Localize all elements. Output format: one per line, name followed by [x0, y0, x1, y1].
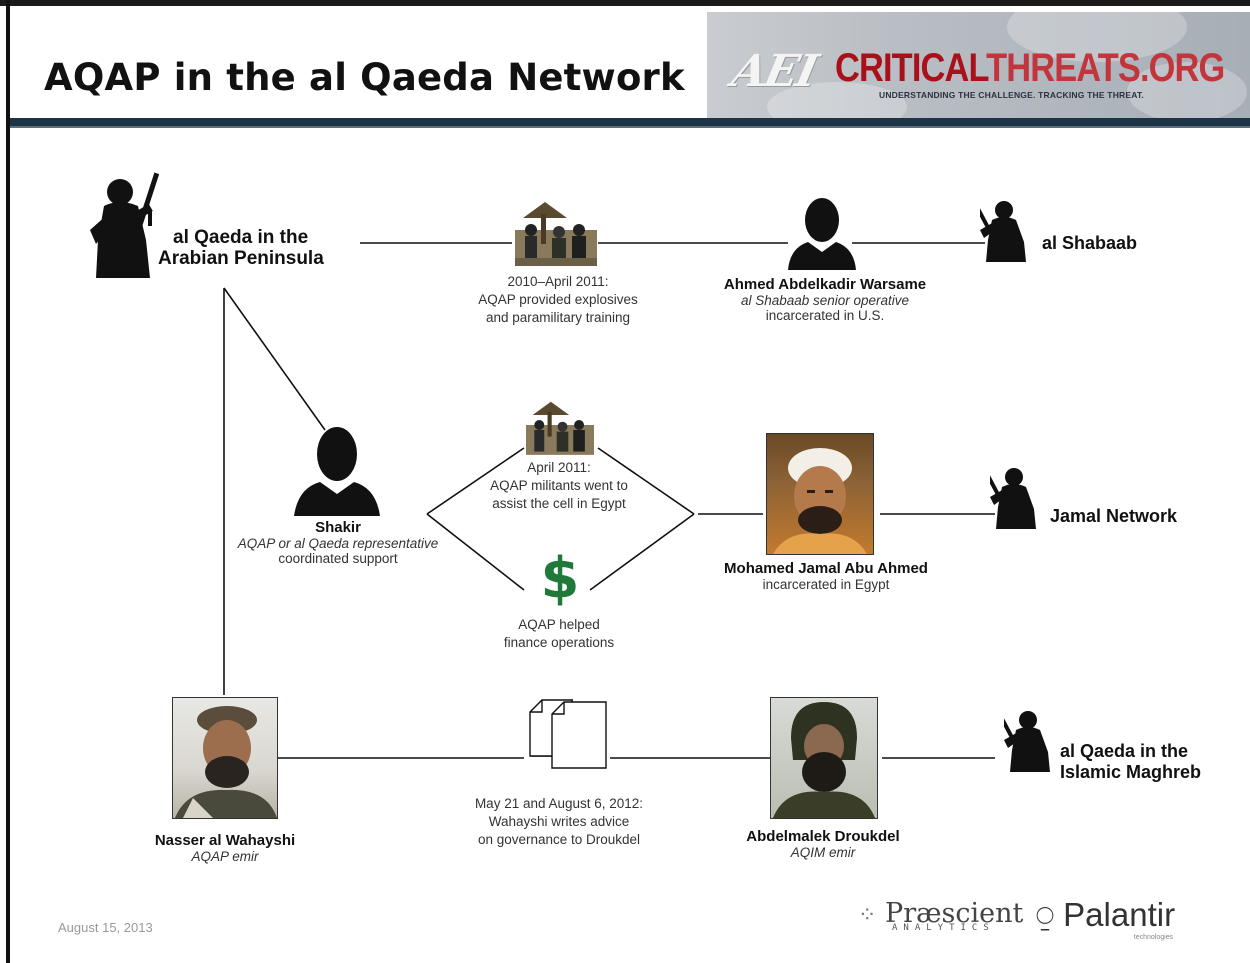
aqim-label-line1: al Qaeda in the: [1060, 741, 1189, 761]
palantir-name: Palantir: [1063, 896, 1176, 933]
link-aqap-shakir: [223, 287, 326, 431]
shakir-role: AQAP or al Qaeda representative: [237, 536, 439, 551]
caption-line: AQAP provided explosives: [478, 292, 638, 307]
warsame-role: al Shabaab senior operative: [740, 293, 910, 308]
left-border: [6, 0, 10, 963]
wahayshi-photo: [172, 697, 278, 819]
person-silhouette-icon: [294, 427, 380, 516]
praescient-sub: ANALYTICS: [892, 923, 995, 933]
documents-icon: [529, 698, 607, 769]
aqap-label: al Qaeda in the Arabian Peninsula: [158, 227, 324, 269]
link-dollar-jamal: [589, 513, 695, 591]
caption-line: 2010–April 2011:: [507, 274, 609, 289]
page-title: AQAP in the al Qaeda Network: [44, 56, 685, 99]
dollar-icon: $: [540, 546, 580, 611]
praescient-name: Præscient: [885, 898, 1024, 929]
jamal-ahmed-status: incarcerated in Egypt: [762, 577, 890, 592]
caption-line: AQAP helped: [518, 617, 600, 632]
jamal-ahmed-node: Mohamed Jamal Abu Ahmed incarcerated in …: [700, 560, 952, 592]
caption-line: AQAP militants went to: [490, 478, 628, 493]
al-shabaab-label: al Shabaab: [1042, 233, 1138, 253]
warsame-status: incarcerated in U.S.: [765, 308, 885, 323]
egypt-finance-caption: AQAP helped finance operations: [484, 616, 634, 652]
droukdel-node: Abdelmalek Droukdel AQIM emir: [712, 828, 934, 860]
praescient-logo[interactable]: ⁘ Præscient ANALYTICS: [858, 898, 1023, 933]
palantir-mark-icon: ⍜: [1036, 900, 1054, 933]
aqim-label-line2: Islamic Maghreb: [1060, 762, 1202, 782]
droukdel-role: AQIM emir: [790, 845, 856, 860]
shakir-name: Shakir: [315, 519, 361, 536]
jamal-ahmed-photo: [766, 433, 874, 555]
caption-line: and paramilitary training: [485, 310, 631, 325]
warsame-node: Ahmed Abdelkadir Warsame al Shabaab seni…: [690, 276, 960, 323]
fighter-icon: [1004, 711, 1050, 772]
letters-caption: May 21 and August 6, 2012: Wahayshi writ…: [448, 795, 670, 849]
droukdel-name: Abdelmalek Droukdel: [746, 828, 900, 845]
aqap-label-line2: Arabian Peninsula: [158, 248, 324, 269]
wahayshi-node: Nasser al Wahayshi AQAP emir: [130, 832, 320, 864]
header-bar: [10, 118, 1250, 126]
link-shakir-dollar: [426, 513, 525, 591]
caption-line: assist the cell in Egypt: [492, 496, 626, 511]
fighter-icon: [90, 172, 160, 278]
praescient-mark-icon: ⁘: [858, 903, 877, 928]
training-camp-icon: [515, 202, 597, 266]
caption-line: May 21 and August 6, 2012:: [474, 796, 644, 811]
jamal-network-label: Jamal Network: [1050, 506, 1178, 526]
jamal-ahmed-name: Mohamed Jamal Abu Ahmed: [724, 560, 928, 577]
caption-line: April 2011:: [527, 460, 591, 475]
aqim-label: al Qaeda in the Islamic Maghreb: [1060, 741, 1201, 783]
fighter-icon: [980, 201, 1026, 262]
warsame-name: Ahmed Abdelkadir Warsame: [723, 276, 927, 293]
palantir-sub: technologies: [1133, 934, 1174, 941]
criticalthreats-logo: CRITICALTHREATS.ORG: [835, 46, 1225, 91]
header-bar-accent: [10, 126, 1250, 128]
fighter-icon: [990, 468, 1036, 529]
brand-red: CRITICAL: [835, 46, 987, 90]
criticalthreats-banner[interactable]: AEI CRITICALTHREATS.ORG UNDERSTANDING TH…: [707, 12, 1250, 118]
shabaab-support-caption: 2010–April 2011: AQAP provided explosive…: [460, 273, 656, 327]
banner-tagline: UNDERSTANDING THE CHALLENGE. TRACKING TH…: [879, 90, 1144, 100]
caption-line: finance operations: [503, 635, 615, 650]
palantir-logo[interactable]: ⍜ Palantir technologies: [1036, 896, 1176, 941]
wahayshi-role: AQAP emir: [191, 849, 259, 864]
wahayshi-name: Nasser al Wahayshi: [154, 832, 296, 849]
droukdel-photo: [770, 697, 878, 819]
shakir-node: Shakir AQAP or al Qaeda representative c…: [220, 519, 456, 566]
brand-light: THREATS.ORG: [986, 46, 1225, 90]
publication-date: August 15, 2013: [58, 920, 153, 935]
link-shakir-camp2: [426, 447, 525, 515]
shakir-status: coordinated support: [278, 551, 398, 566]
egypt-militants-caption: April 2011: AQAP militants went to assis…: [468, 459, 650, 513]
training-camp-icon: [526, 401, 594, 455]
link-camp2-jamal: [597, 447, 695, 515]
caption-line: Wahayshi writes advice: [488, 814, 630, 829]
top-border: [0, 0, 1250, 6]
aqap-label-line1: al Qaeda in the: [173, 227, 309, 248]
person-silhouette-icon: [788, 198, 856, 270]
caption-line: on governance to Droukdel: [477, 832, 641, 847]
